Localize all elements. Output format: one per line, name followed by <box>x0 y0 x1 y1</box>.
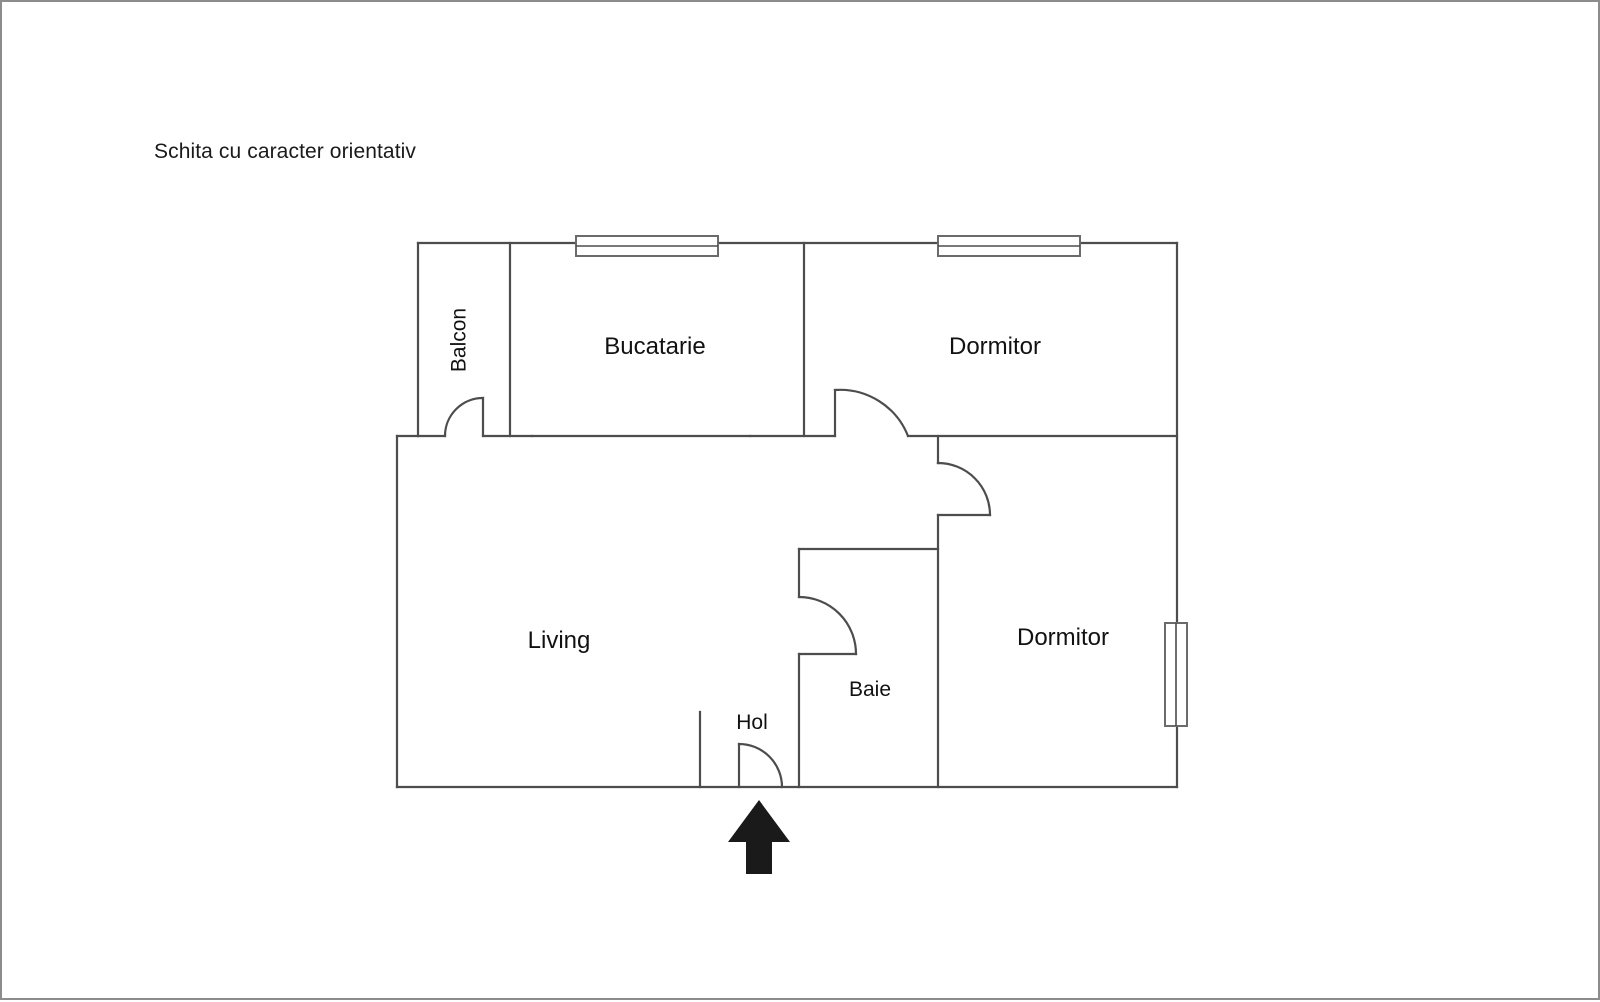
page-title: Schita cu caracter orientativ <box>154 140 417 163</box>
door-bedroom2-arc <box>936 461 992 517</box>
door-bedroom1-arc <box>833 388 910 438</box>
door-entrance-arc <box>737 742 784 789</box>
room-label-dormitor-2: Dormitor <box>1017 624 1109 651</box>
room-label-balcon: Balcon <box>448 308 471 372</box>
door-balcony-arc <box>443 396 485 438</box>
room-label-baie: Baie <box>849 678 891 701</box>
room-label-bucatarie: Bucatarie <box>604 333 705 360</box>
room-label-dormitor-1: Dormitor <box>949 333 1041 360</box>
entrance-arrow <box>728 800 790 874</box>
room-label-living: Living <box>528 627 591 654</box>
door-bathroom-arc <box>797 595 858 656</box>
room-label-hol: Hol <box>736 711 768 734</box>
